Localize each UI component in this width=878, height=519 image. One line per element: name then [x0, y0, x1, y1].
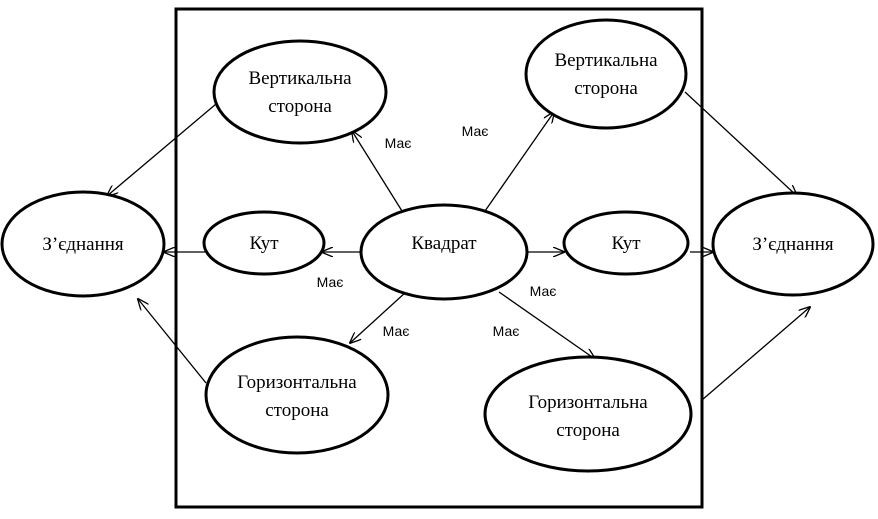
edge-square-to-vertical-right [484, 112, 554, 212]
node-vertical-side-left-line2: сторона [268, 96, 332, 117]
label-has-horizontal-right: Має [493, 323, 520, 339]
label-has-vertical-left: Має [385, 135, 412, 151]
label-has-angle-left: Має [317, 274, 344, 290]
edge-square-to-vertical-left [352, 131, 403, 212]
node-square: Квадрат [359, 203, 529, 301]
edge-horizontal-left-to-joint-left [138, 299, 207, 384]
node-angle-left-label: Кут [249, 233, 279, 254]
node-horizontal-side-right-line1: Горизонтальна [528, 392, 648, 413]
node-joint-right-label: З’єднання [752, 234, 834, 255]
node-square-label: Квадрат [411, 233, 477, 254]
node-vertical-side-right-line1: Вертикальна [554, 50, 658, 71]
node-horizontal-side-right-line2: сторона [556, 420, 620, 441]
label-has-vertical-right: Має [462, 123, 489, 139]
node-angle-right-label: Кут [611, 233, 641, 254]
edge-square-to-horizontal-right [498, 291, 595, 359]
node-horizontal-side-left-shape [204, 335, 390, 455]
node-joint-right-shape [711, 191, 875, 297]
node-angle-left: Кут [202, 210, 326, 276]
node-joint-right: З’єднання [711, 191, 875, 297]
edge-square-to-horizontal-left [350, 291, 407, 343]
node-vertical-side-left-line1: Вертикальна [248, 68, 352, 89]
node-horizontal-side-right: Горизонтальна сторона [483, 355, 693, 473]
edge-vertical-left-to-joint-left [107, 103, 217, 196]
node-horizontal-side-left: Горизонтальна сторона [204, 335, 390, 455]
label-has-horizontal-left: Має [383, 323, 410, 339]
edge-vertical-right-to-joint-right [684, 91, 797, 196]
node-joint-left-shape [0, 190, 166, 298]
node-joint-left: З’єднання [0, 190, 166, 298]
node-square-shape [359, 203, 529, 301]
node-vertical-side-right-line2: сторона [574, 78, 638, 99]
node-vertical-side-right: Вертикальна сторона [524, 18, 688, 130]
edge-horizontal-right-to-joint-right [701, 307, 810, 401]
node-angle-right-shape [562, 210, 690, 276]
node-horizontal-side-left-line1: Горизонтальна [237, 372, 357, 393]
label-has-angle-right: Має [530, 283, 557, 299]
node-joint-left-label: З’єднання [42, 234, 124, 255]
node-horizontal-side-right-shape [483, 355, 693, 473]
node-vertical-side-right-shape [524, 18, 688, 130]
node-vertical-side-left-shape [212, 39, 388, 145]
node-vertical-side-left: Вертикальна сторона [212, 39, 388, 145]
node-horizontal-side-left-line2: сторона [265, 400, 329, 421]
node-angle-right: Кут [562, 210, 690, 276]
node-angle-left-shape [202, 210, 326, 276]
diagram-frame [174, 7, 704, 509]
